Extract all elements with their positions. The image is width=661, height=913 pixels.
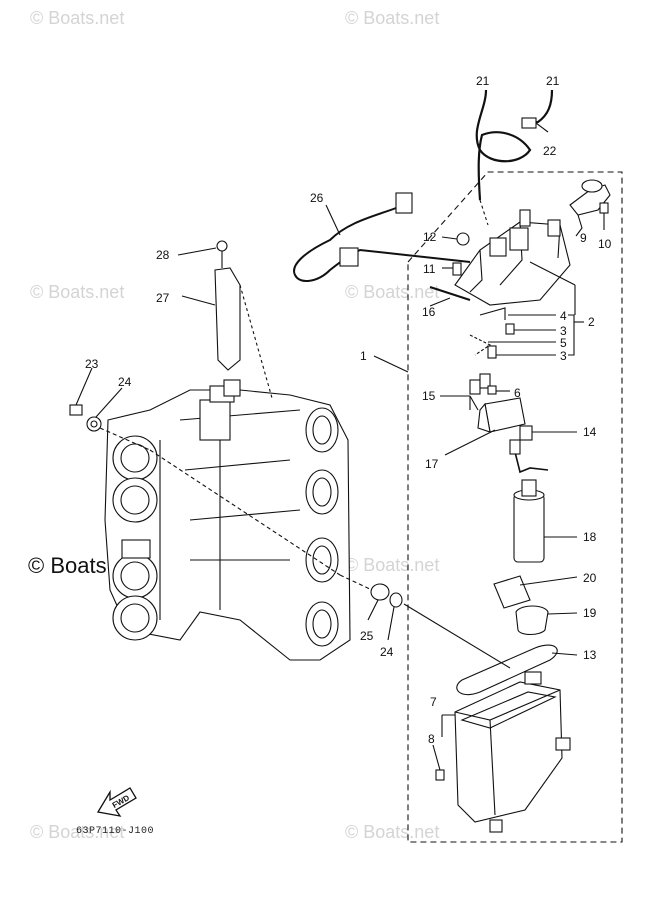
callout-1: 1	[360, 349, 367, 363]
fwd-arrow-icon	[96, 787, 137, 817]
nut-28	[216, 240, 228, 252]
callout-13: 13	[583, 648, 597, 662]
callout-21a: 21	[476, 74, 490, 88]
callout-11: 11	[423, 262, 436, 276]
callout-3a: 3	[560, 324, 567, 338]
fuel-pump-part-15b	[479, 373, 491, 389]
callout-20: 20	[583, 571, 597, 585]
watermark-lower-right: © Boats.net	[345, 555, 440, 575]
gasket-13	[456, 644, 558, 696]
pin-16	[429, 286, 471, 301]
washer-24b	[389, 592, 403, 608]
bolt-23	[69, 404, 83, 416]
callout-14: 14	[583, 425, 597, 439]
watermark-bottom-left: © Boats.net	[30, 822, 125, 842]
screw-8	[435, 769, 445, 781]
fuel-pump-17	[484, 397, 526, 433]
callout-7: 7	[430, 695, 437, 709]
callout-10: 10	[598, 237, 612, 251]
fuel-pump-part-15a	[469, 379, 481, 395]
electric-fuel-pump-18	[513, 493, 545, 563]
connector-26	[395, 192, 413, 214]
vapor-separator-bowl-7	[454, 681, 563, 823]
diagram-code: 63P7110-J100	[76, 826, 155, 837]
callout-21b: 21	[546, 74, 560, 88]
connector-14	[519, 425, 533, 441]
callout-26: 26	[310, 191, 324, 205]
callout-2: 2	[588, 315, 595, 329]
callout-9: 9	[580, 231, 587, 245]
grommet-25	[370, 583, 390, 601]
callout-24b: 24	[380, 645, 394, 659]
callout-8: 8	[428, 732, 435, 746]
screw-11	[452, 262, 462, 276]
hose-joint-22	[521, 117, 537, 129]
watermark-mid-right: © Boats.net	[345, 282, 440, 302]
bolt-10	[599, 202, 609, 214]
sensor-27	[214, 267, 241, 371]
callout-16: 16	[422, 305, 436, 319]
assembly-dashed-outline	[407, 171, 623, 843]
callout-6: 6	[514, 386, 521, 400]
watermark-top-right: © Boats.net	[345, 8, 440, 28]
callout-23: 23	[85, 357, 99, 371]
watermark-bottom-right: © Boats.net	[345, 822, 440, 842]
callout-17: 17	[425, 457, 439, 471]
fuel-hose-21	[475, 89, 532, 201]
callout-4: 4	[560, 309, 567, 323]
callout-28: 28	[156, 248, 170, 262]
washer-24	[86, 416, 102, 432]
callout-12: 12	[423, 230, 437, 244]
callout-15: 15	[422, 389, 436, 403]
screw-6	[487, 385, 497, 395]
callout-19: 19	[583, 606, 597, 620]
callout-3b: 3	[560, 349, 567, 363]
watermark-top-left: © Boats.net	[30, 8, 125, 28]
vapor-separator-top	[454, 221, 571, 306]
filter-20	[493, 575, 531, 609]
callout-27: 27	[156, 291, 170, 305]
callout-18: 18	[583, 530, 597, 544]
holder-19	[515, 605, 549, 636]
fuel-hose-21b	[521, 89, 554, 127]
callout-line-1	[373, 355, 409, 373]
callout-25: 25	[360, 629, 374, 643]
grommet-12	[456, 232, 470, 246]
wiring-harness-26	[293, 204, 471, 282]
callout-5: 5	[560, 336, 567, 350]
callout-22: 22	[543, 144, 557, 158]
callout-24a: 24	[118, 375, 132, 389]
watermark-mid-left: © Boats.net	[30, 282, 125, 302]
